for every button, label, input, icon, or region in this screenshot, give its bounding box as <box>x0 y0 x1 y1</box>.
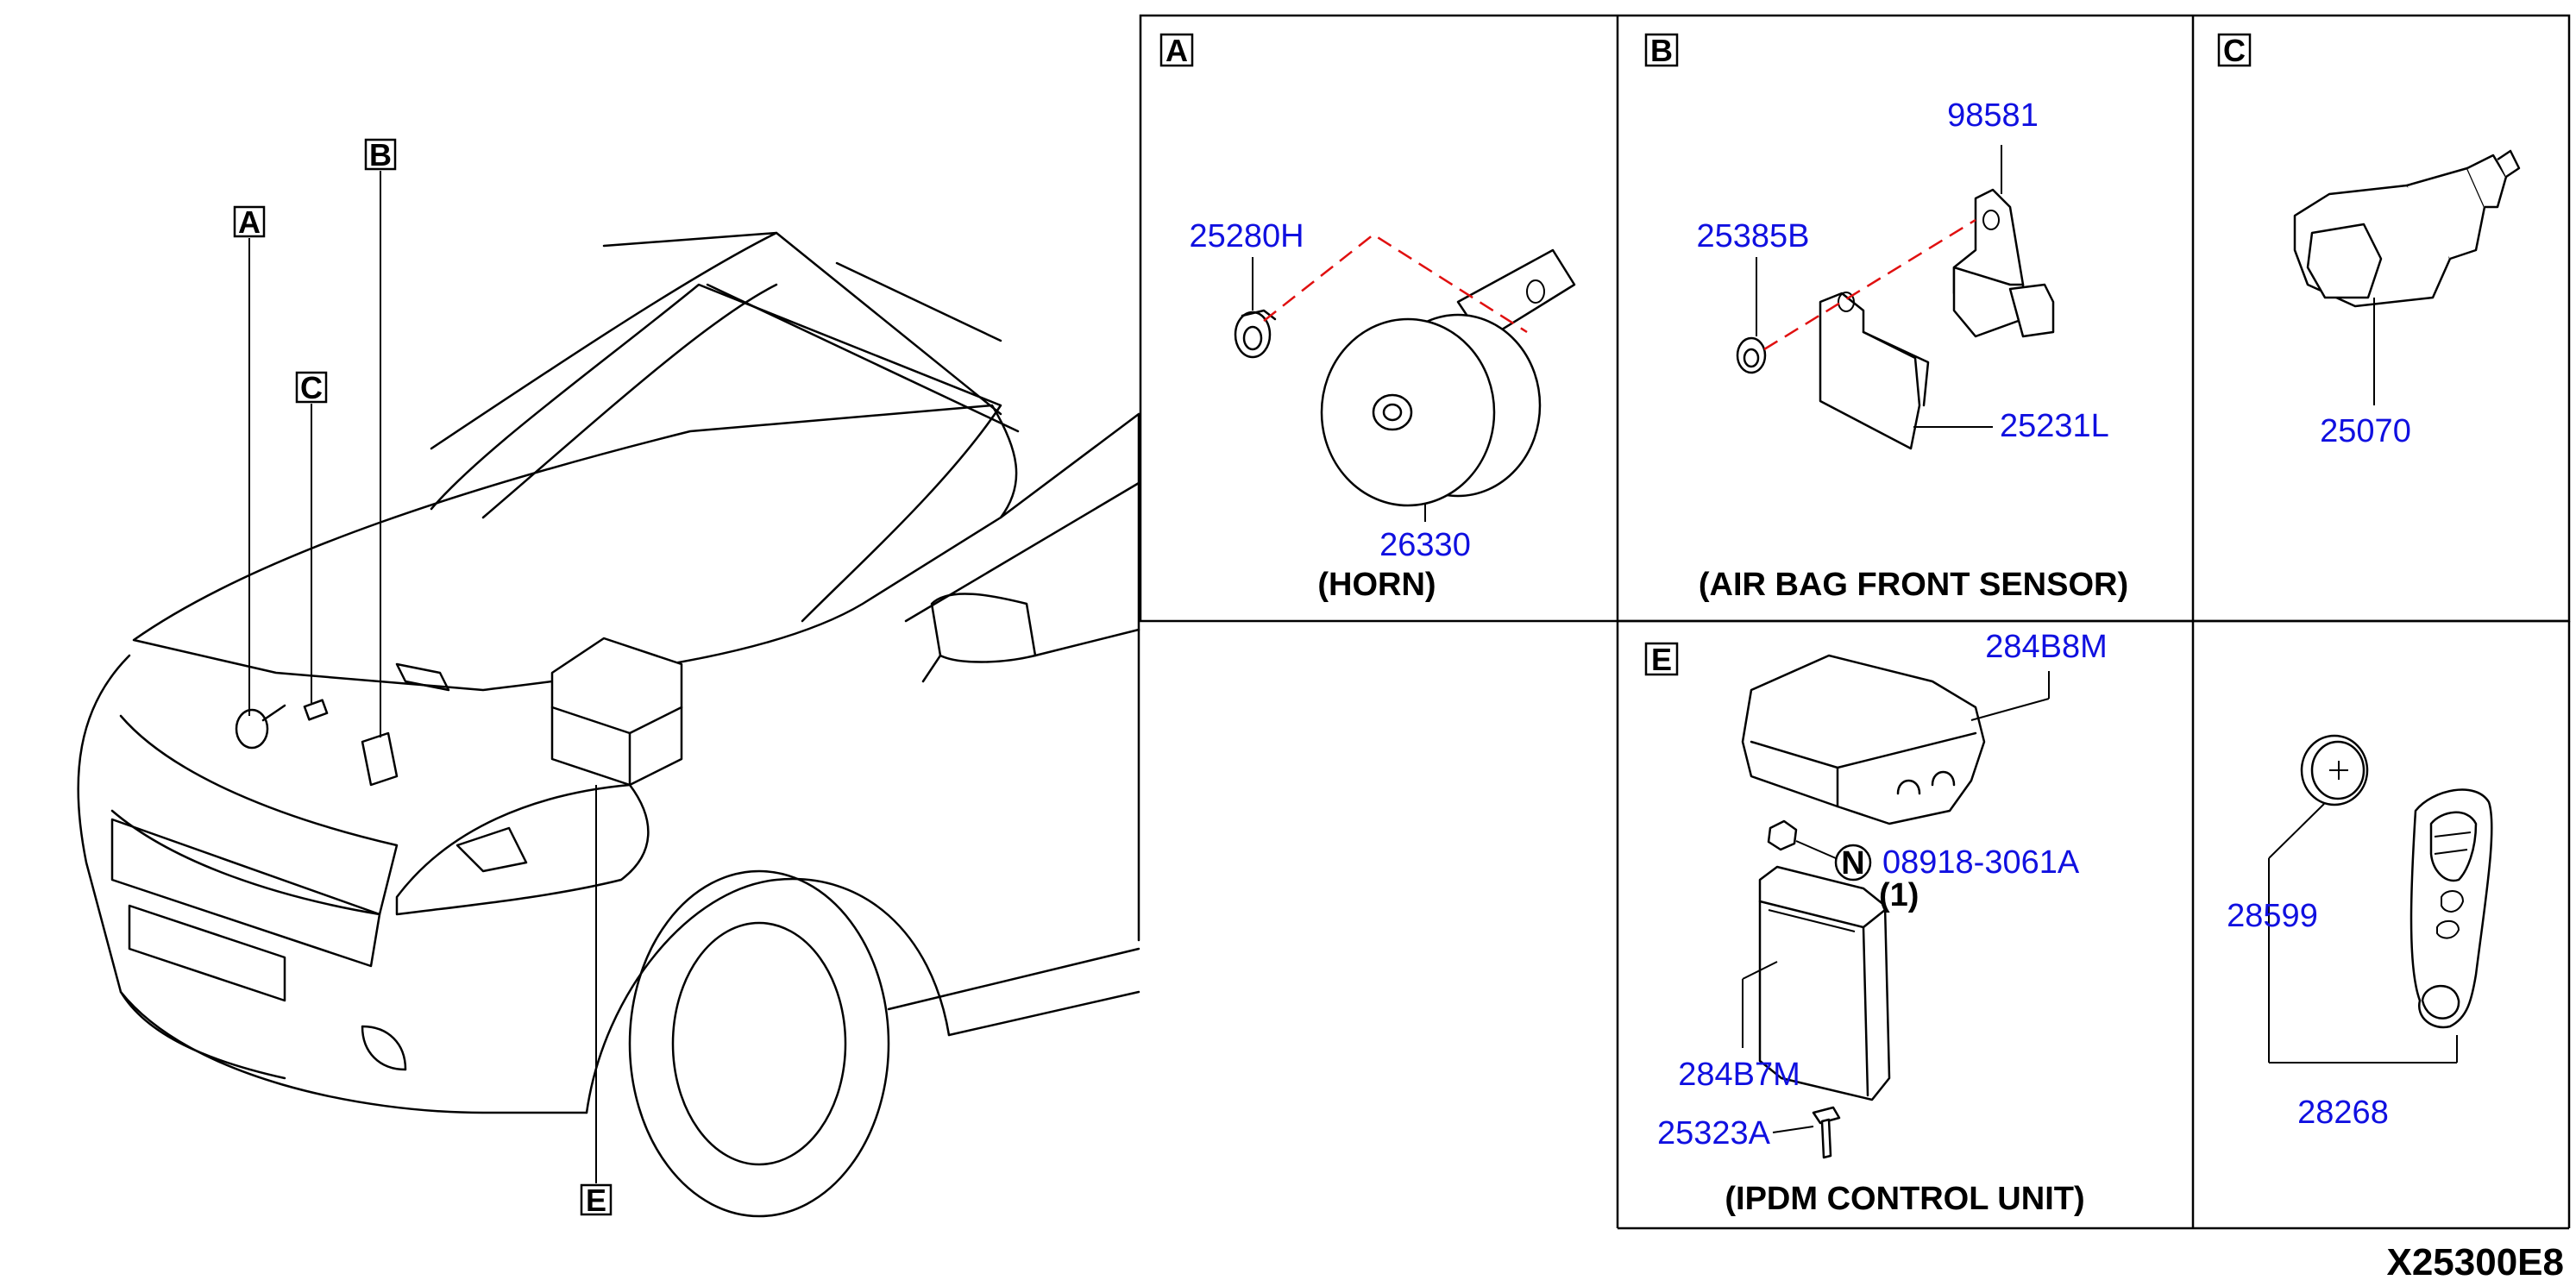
part-25280h: 25280H <box>1189 218 1304 254</box>
part-25385b: 25385B <box>1696 218 1809 254</box>
panel-b-airbag-sensor: B 98581 25385B 25231L (AIR BAG FRONT SEN… <box>1644 33 2128 603</box>
callout-e-letter: E <box>586 1183 606 1218</box>
panel-c-letter: C <box>2223 33 2246 68</box>
panel-b-letter: B <box>1650 33 1673 68</box>
callout-a-letter: A <box>238 204 261 240</box>
panel-b-caption: (AIR BAG FRONT SENSOR) <box>1699 567 2128 603</box>
panel-e-letter: E <box>1651 642 1672 677</box>
callout-c-letter: C <box>300 370 323 405</box>
panel-c-sensor: C 25070 <box>2217 33 2521 449</box>
callout-b-letter: B <box>369 137 392 173</box>
part-qty-1: (1) <box>1879 877 1919 913</box>
part-98581: 98581 <box>1947 97 2039 134</box>
panel-e-ipdm: E N 284B8M 08918-3061A (1) 284B7M 25323A… <box>1644 629 2108 1217</box>
panel-grid <box>1139 14 2571 1230</box>
car-overview <box>77 231 1140 1218</box>
part-25323a: 25323A <box>1657 1115 1771 1151</box>
panel-a-letter: A <box>1165 33 1188 68</box>
callout-b: B <box>364 137 397 737</box>
part-284b8m: 284B8M <box>1985 629 2108 665</box>
part-26330: 26330 <box>1379 527 1471 563</box>
panel-a-horn: A 25280H 26330 (HORN) <box>1159 33 1576 603</box>
diagram-reference: X25300E8 <box>2386 1241 2564 1280</box>
callout-a: A <box>233 204 266 716</box>
part-25070: 25070 <box>2320 413 2411 449</box>
panel-e-caption: (IPDM CONTROL UNIT) <box>1725 1181 2084 1217</box>
callout-c: C <box>295 370 328 703</box>
part-284b7m: 284B7M <box>1678 1057 1800 1093</box>
part-25231l: 25231L <box>2000 408 2109 444</box>
panel-keyfob: 28599 28268 <box>2227 734 2493 1131</box>
panel-a-caption: (HORN) <box>1317 567 1436 603</box>
callout-e: E <box>580 785 613 1218</box>
nut-symbol: N <box>1841 845 1864 882</box>
part-28268: 28268 <box>2297 1095 2389 1131</box>
part-08918-3061a: 08918-3061A <box>1882 844 2080 881</box>
part-28599: 28599 <box>2227 898 2318 934</box>
